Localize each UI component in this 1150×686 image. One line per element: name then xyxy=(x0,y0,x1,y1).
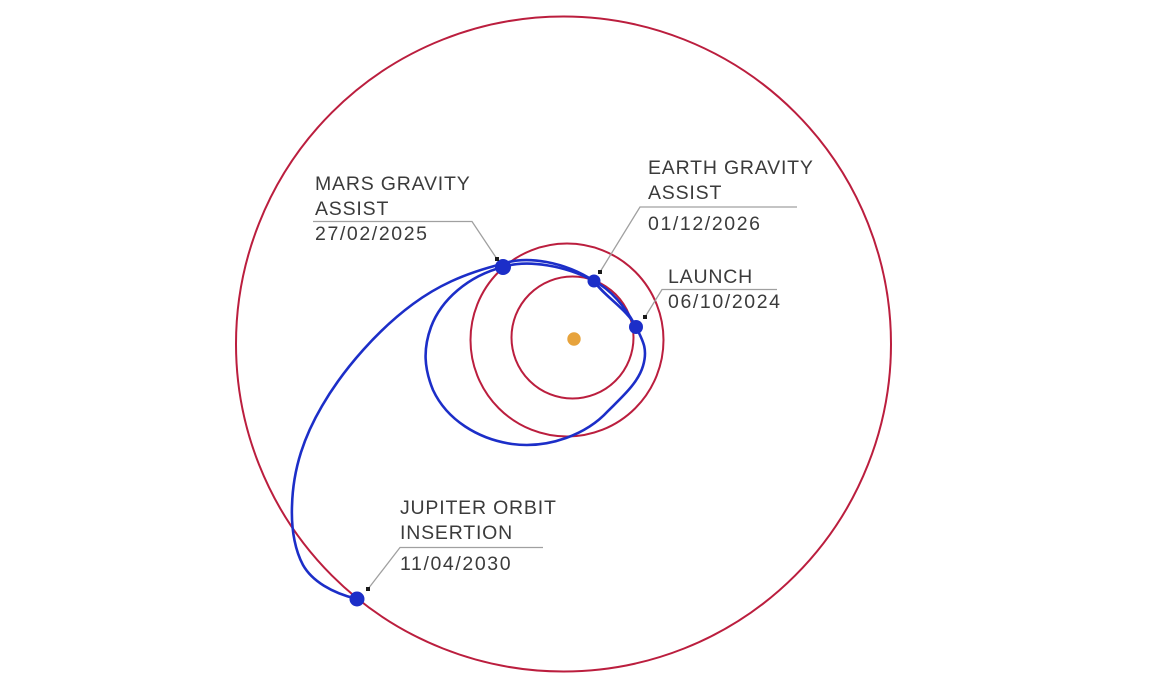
launch-label: LAUNCH xyxy=(668,265,753,290)
jupiter-orbit-insertion-label: JUPITER ORBIT INSERTION xyxy=(400,496,557,546)
trajectory-earth-to-jupiter xyxy=(290,258,596,601)
leader-dot-jupiter-orbit-insertion xyxy=(366,587,370,591)
mars-gravity-assist-marker xyxy=(495,259,511,275)
jupiter-orbit-insertion-date: 11/04/2030 xyxy=(400,553,513,575)
earth-gravity-assist-marker xyxy=(587,274,601,288)
launch-marker xyxy=(629,320,643,334)
leader-dot-earth-gravity-assist xyxy=(598,270,602,274)
leader-line-launch xyxy=(644,288,777,318)
leader-line-mars-gravity-assist xyxy=(313,220,498,260)
earth-gravity-assist-title-line2: ASSIST xyxy=(648,182,723,204)
earth-gravity-assist-title-line1: EARTH GRAVITY xyxy=(648,157,814,179)
leader-dot-mars-gravity-assist xyxy=(495,257,499,261)
jupiter-orbit-insertion-title-line1: JUPITER ORBIT xyxy=(400,497,557,519)
sun-icon xyxy=(567,332,581,346)
leader-line-earth-gravity-assist xyxy=(599,206,797,273)
leader-line-jupiter-orbit-insertion xyxy=(367,546,543,590)
earth-gravity-assist-label: EARTH GRAVITY ASSIST xyxy=(648,156,814,206)
jupiter-orbit-insertion-marker xyxy=(349,591,365,607)
launch-title-line1: LAUNCH xyxy=(668,266,753,288)
mars-gravity-assist-date: 27/02/2025 xyxy=(315,223,429,245)
leader-dot-launch xyxy=(643,315,647,319)
jupiter-orbit-circle xyxy=(235,15,892,673)
mars-gravity-assist-label: MARS GRAVITY ASSIST xyxy=(315,172,471,222)
trajectory-mars-to-earth xyxy=(424,265,647,447)
jupiter-orbit-insertion-title-line2: INSERTION xyxy=(400,522,514,544)
earth-orbit-circle xyxy=(510,275,635,400)
mars-gravity-assist-title-line2: ASSIST xyxy=(315,198,390,220)
mars-gravity-assist-title-line1: MARS GRAVITY xyxy=(315,173,471,195)
launch-date: 06/10/2024 xyxy=(668,291,782,313)
earth-gravity-assist-date: 01/12/2026 xyxy=(648,213,762,235)
